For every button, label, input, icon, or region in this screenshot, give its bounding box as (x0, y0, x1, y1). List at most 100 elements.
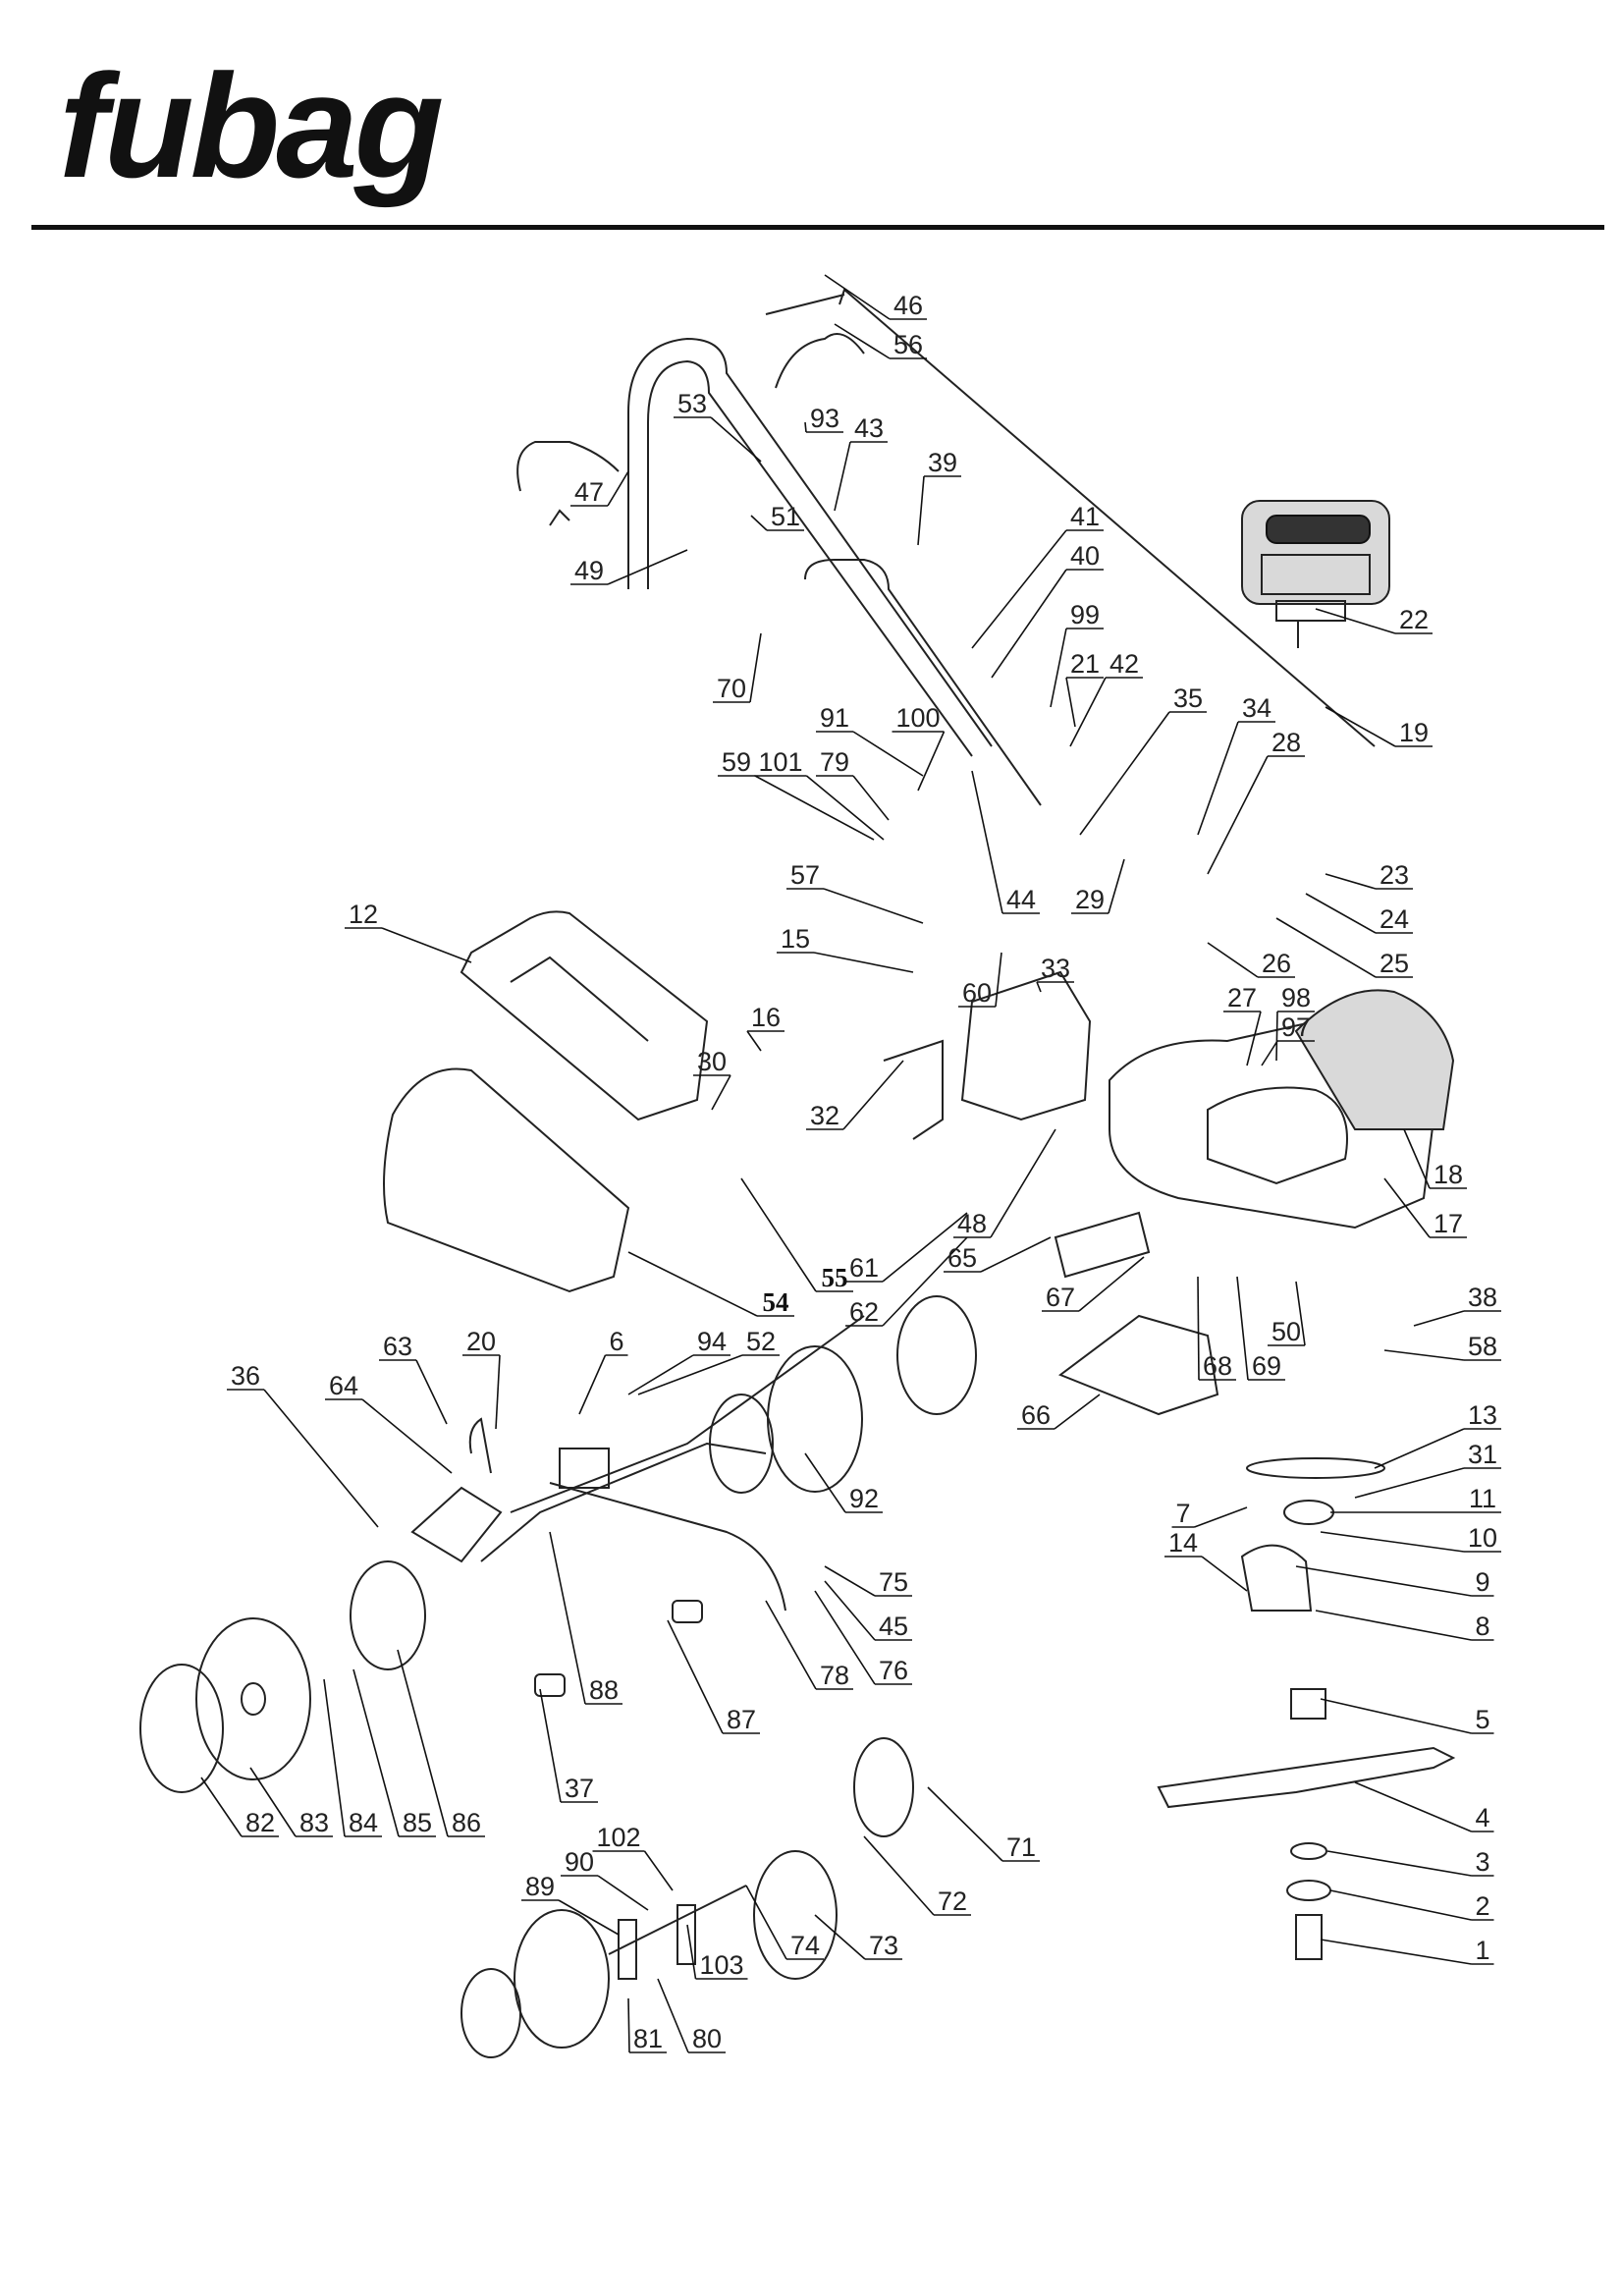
leader-line-98 (1275, 1011, 1278, 1062)
callout-38: 38 (1468, 1283, 1497, 1312)
callout-20: 20 (466, 1327, 496, 1356)
leader-line-82 (200, 1777, 243, 1837)
grass-bag (383, 1067, 630, 1293)
leader-line-23 (1325, 873, 1377, 890)
callout-91: 91 (820, 703, 849, 733)
callout-15: 15 (781, 924, 810, 954)
callout-52: 52 (746, 1327, 776, 1356)
cable-holder (468, 1417, 492, 1474)
leader-line-28 (1207, 755, 1269, 875)
deck-cutout (1207, 1086, 1348, 1185)
callout-82: 82 (245, 1808, 275, 1837)
bushing-37 (534, 1673, 566, 1697)
leader-line-33 (1036, 981, 1042, 993)
callout-27: 27 (1227, 983, 1257, 1012)
callout-56: 56 (893, 330, 923, 359)
callout-23: 23 (1380, 860, 1409, 890)
height-adjust-rod (510, 1315, 865, 1513)
callout-42: 42 (1109, 649, 1139, 679)
leader-line-14 (1201, 1556, 1248, 1592)
leader-line-83 (249, 1767, 297, 1837)
callout-9: 9 (1475, 1567, 1489, 1597)
leader-line-60 (995, 952, 1002, 1008)
blade-bolt (1295, 1914, 1323, 1960)
leader-line-34 (1197, 721, 1239, 836)
leader-line-90 (597, 1875, 649, 1911)
callout-60: 60 (962, 978, 992, 1008)
callout-21: 21 (1070, 649, 1100, 679)
leader-line-74 (745, 1885, 787, 1960)
leader-line-97 (1261, 1040, 1278, 1066)
callout-71: 71 (1006, 1832, 1036, 1862)
callout-29: 29 (1075, 885, 1105, 914)
leader-line-1 (1320, 1939, 1472, 1965)
leader-line-31 (1354, 1467, 1465, 1499)
callout-103: 103 (699, 1950, 743, 1980)
callout-57: 57 (790, 860, 820, 890)
callout-102: 102 (596, 1823, 640, 1852)
callout-labels: 1234567891011121314151617181920212223242… (231, 291, 1497, 2053)
leader-line-50 (1295, 1281, 1306, 1346)
leader-line-84 (323, 1678, 346, 1837)
leader-line-21 (1065, 677, 1076, 728)
leader-line-13 (1374, 1428, 1465, 1469)
callout-101: 101 (758, 747, 802, 777)
washer-2 (1286, 1880, 1331, 1901)
leader-line-80 (657, 1978, 689, 2053)
leader-line-40 (991, 569, 1067, 679)
callout-100: 100 (895, 703, 940, 733)
bushing-87 (672, 1600, 703, 1623)
leader-line-88 (549, 1531, 586, 1705)
callout-45: 45 (879, 1612, 908, 1641)
leader-line-6 (578, 1354, 607, 1415)
leader-line-53 (710, 416, 762, 463)
leader-line-17 (1383, 1177, 1431, 1238)
leader-line-45 (824, 1580, 876, 1641)
callout-76: 76 (879, 1656, 908, 1685)
leader-line-15 (813, 952, 914, 973)
leader-line-92 (804, 1452, 846, 1513)
callout-46: 46 (893, 291, 923, 320)
callout-78: 78 (820, 1661, 849, 1690)
leader-line-41 (971, 529, 1067, 649)
callout-83: 83 (299, 1808, 329, 1837)
front-wheel-left (460, 1909, 610, 2058)
leader-line-102 (643, 1850, 674, 1891)
upper-handle (627, 337, 993, 747)
drive-cable (549, 1482, 786, 1612)
leader-line-87 (667, 1619, 724, 1734)
callout-6: 6 (609, 1327, 623, 1356)
leader-line-19 (1325, 706, 1396, 747)
leader-line-81 (627, 1997, 630, 2053)
leader-line-56 (834, 323, 891, 359)
callout-30: 30 (697, 1047, 727, 1076)
blade (1157, 1746, 1456, 1809)
brand-logo: fubag (59, 43, 447, 208)
leader-line-73 (814, 1914, 866, 1960)
callout-33: 33 (1041, 954, 1070, 983)
leader-line-70 (749, 632, 762, 703)
leader-line-86 (397, 1649, 449, 1837)
callout-4: 4 (1475, 1803, 1489, 1832)
leader-line-58 (1383, 1349, 1465, 1361)
handle-rod (765, 294, 845, 315)
leader-line-75 (824, 1565, 876, 1597)
callout-leader-lines (200, 274, 1501, 2053)
callout-84: 84 (349, 1808, 378, 1837)
leader-line-18 (1403, 1128, 1431, 1189)
front-axle (608, 1885, 747, 1955)
callout-28: 28 (1271, 728, 1301, 757)
leader-line-62 (882, 1236, 968, 1327)
rear-cover (960, 970, 1092, 1121)
callout-13: 13 (1468, 1400, 1497, 1430)
leader-line-16 (746, 1030, 762, 1052)
leader-line-29 (1108, 858, 1125, 914)
leader-line-64 (361, 1398, 453, 1474)
leader-line-78 (765, 1600, 817, 1690)
callout-5: 5 (1475, 1705, 1489, 1734)
lower-handle (804, 559, 1042, 806)
leader-line-59 (754, 775, 875, 841)
leader-line-22 (1315, 608, 1396, 634)
engine-shroud (1294, 989, 1455, 1130)
